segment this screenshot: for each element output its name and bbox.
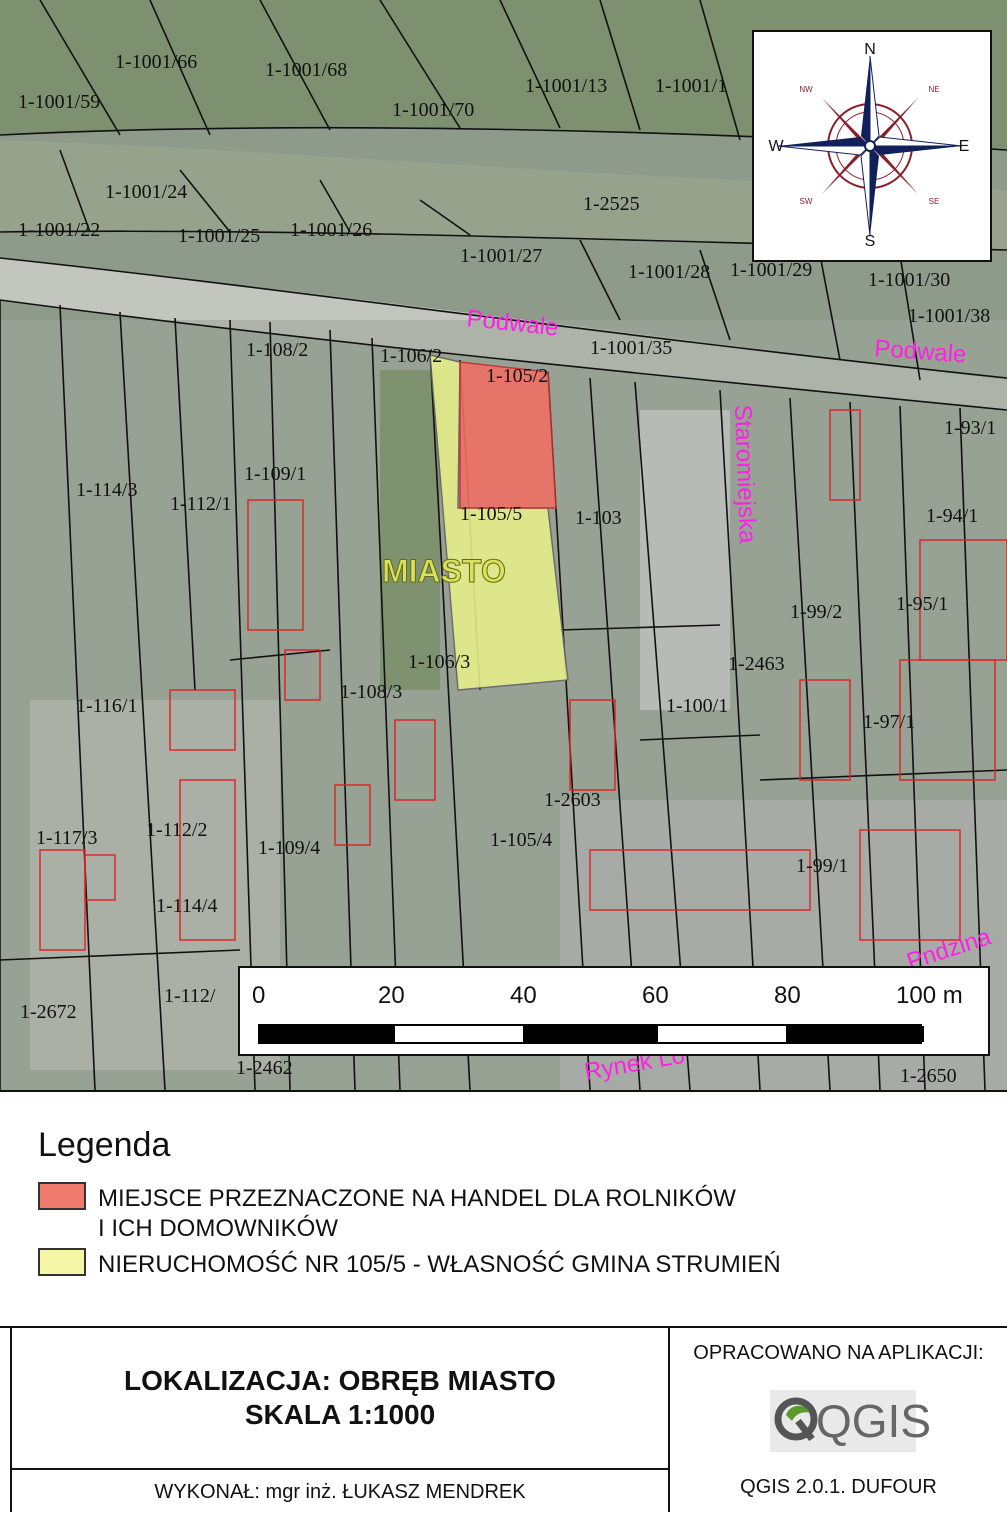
parcel-label: 1-1001/22 [18,219,100,241]
compass-e: E [959,138,970,155]
legend-swatch-yellow [38,1248,86,1276]
qgis-logo-text: QGIS [816,1395,932,1447]
parcel-label: 1-103 [575,507,622,529]
parcel-label: 1-1001/28 [628,261,710,283]
scale-tick: 80 [774,982,801,1009]
parcel-label: 1-1001/27 [460,245,542,267]
location-title: LOKALIZACJA: OBRĘB MIASTO SKALA 1:1000 [12,1364,668,1432]
legend-item-text: NIERUCHOMOŚĆ NR 105/5 - WŁASNOŚĆ GMINA S… [98,1251,781,1278]
parcel-label: 1-116/1 [76,695,137,717]
parcel-label: 1-2650 [900,1065,957,1087]
parcel-label: 1-1001/38 [908,305,990,327]
legend-panel: Legenda MIEJSCE PRZEZNACZONE NA HANDEL D… [0,1090,1007,1328]
parcel-label: 1-2525 [583,193,640,215]
parcel-label: 1-112/2 [146,819,207,841]
parcel-label: 1-1001/30 [868,269,950,291]
compass-sw: SW [800,197,813,206]
parcel-label: 1-109/4 [258,837,320,859]
legend-title: Legenda [38,1126,171,1164]
parcel-label: 1-95/1 [896,593,948,615]
title-block-right: OPRACOWANO NA APLIKACJI: QGIS QGIS 2.0.1… [670,1328,1007,1512]
street-label-staromiejska: Staromiejska [729,404,761,544]
street-label-podwale-east: Podwale [874,335,968,368]
parcel-label: 1-1001/25 [178,225,260,247]
parcel-label: 1-1001/1 [655,75,727,97]
parcel-label: 1-99/1 [796,855,848,877]
title-block-left: LOKALIZACJA: OBRĘB MIASTO SKALA 1:1000 W… [10,1328,670,1512]
parcel-label: 1-1001/59 [18,91,100,113]
parcel-label: 1-108/3 [340,681,402,703]
parcel-label: 1-105/5 [460,503,522,525]
parcel-label: 1-2462 [236,1057,293,1079]
legend-item-market: MIEJSCE PRZEZNACZONE NA HANDEL DLA ROLNI… [38,1182,736,1244]
parcel-label: 1-112/1 [170,493,231,515]
parcel-label: 1-108/2 [246,339,308,361]
parcel-label: 1-2463 [728,653,785,675]
parcel-label: 1-112/ [164,985,216,1007]
scale-bar-track [258,1024,924,1044]
parcel-label: 1-117/3 [36,827,97,849]
parcel-label: 1-2603 [544,789,601,811]
app-label: OPRACOWANO NA APLIKACJI: [693,1342,984,1364]
legend-item-text: MIEJSCE PRZEZNACZONE NA HANDEL DLA ROLNI… [98,1185,736,1212]
scale-tick: 100 m [896,982,963,1009]
scale-tick: 0 [252,982,266,1009]
compass-ne: NE [928,85,939,94]
parcel-label: 1-1001/35 [590,337,672,359]
qgis-logo: QGIS [770,1390,931,1452]
parcel-label: 1-99/2 [790,601,842,623]
compass-n: N [864,41,876,58]
compass-s: S [865,233,876,250]
location-line: LOKALIZACJA: OBRĘB MIASTO [124,1365,556,1396]
compass-w: W [768,138,784,155]
parcel-label: 1-1001/70 [392,99,474,121]
scale-tick: 20 [378,982,405,1009]
parcel-label: 1-94/1 [926,505,978,527]
compass-icon: N S W E NE NW SE SW [768,41,970,250]
compass-nw: NW [799,85,813,94]
author-line: WYKONAŁ: mgr inż. ŁUKASZ MENDREK [12,1468,668,1514]
parcel-label: 1-100/1 [666,695,728,717]
parcel-label: 1-105/4 [490,829,552,851]
parcel-label: 1-93/1 [944,417,996,439]
legend-item-text-line2: I ICH DOMOWNIKÓW [98,1215,338,1242]
parcel-label: 1-106/3 [408,651,470,673]
area-label-miasto: MIASTO [382,553,506,589]
scale-line: SKALA 1:1000 [244,1399,436,1430]
compass-se: SE [929,197,940,206]
qgis-logo-icon [774,1397,818,1442]
red-parcel-market [459,361,557,509]
parcel-label: 1-109/1 [244,463,306,485]
title-block: LOKALIZACJA: OBRĘB MIASTO SKALA 1:1000 W… [0,1328,1007,1512]
legend-swatch-red [38,1182,86,1210]
parcel-label: 1-1001/26 [290,219,372,241]
parcel-label: 1-114/4 [156,895,217,917]
parcel-label: 1-1001/29 [730,259,812,281]
parcel-label: 1-2672 [20,1001,77,1023]
parcel-label: 1-1001/13 [525,75,607,97]
scale-bar: 0 20 40 60 80 100 m [238,966,990,1056]
map-view[interactable]: 1-1001/66 1-1001/68 1-1001/59 1-1001/70 … [0,0,1007,1090]
compass-rose: N S W E NE NW SE SW [752,30,992,262]
parcel-label: 1-106/2 [380,345,442,367]
parcel-label: 1-97/1 [863,711,915,733]
qgis-version: QGIS 2.0.1. DUFOUR [740,1476,937,1498]
scale-tick: 40 [510,982,537,1009]
parcel-label: 1-114/3 [76,479,137,501]
parcel-label: 1-1001/24 [105,181,187,203]
parcel-label: 1-1001/66 [115,51,197,73]
scale-tick: 60 [642,982,669,1009]
legend-item-property: NIERUCHOMOŚĆ NR 105/5 - WŁASNOŚĆ GMINA S… [38,1248,781,1280]
parcel-label: 1-105/2 [486,365,548,387]
parcel-label: 1-1001/68 [265,59,347,81]
